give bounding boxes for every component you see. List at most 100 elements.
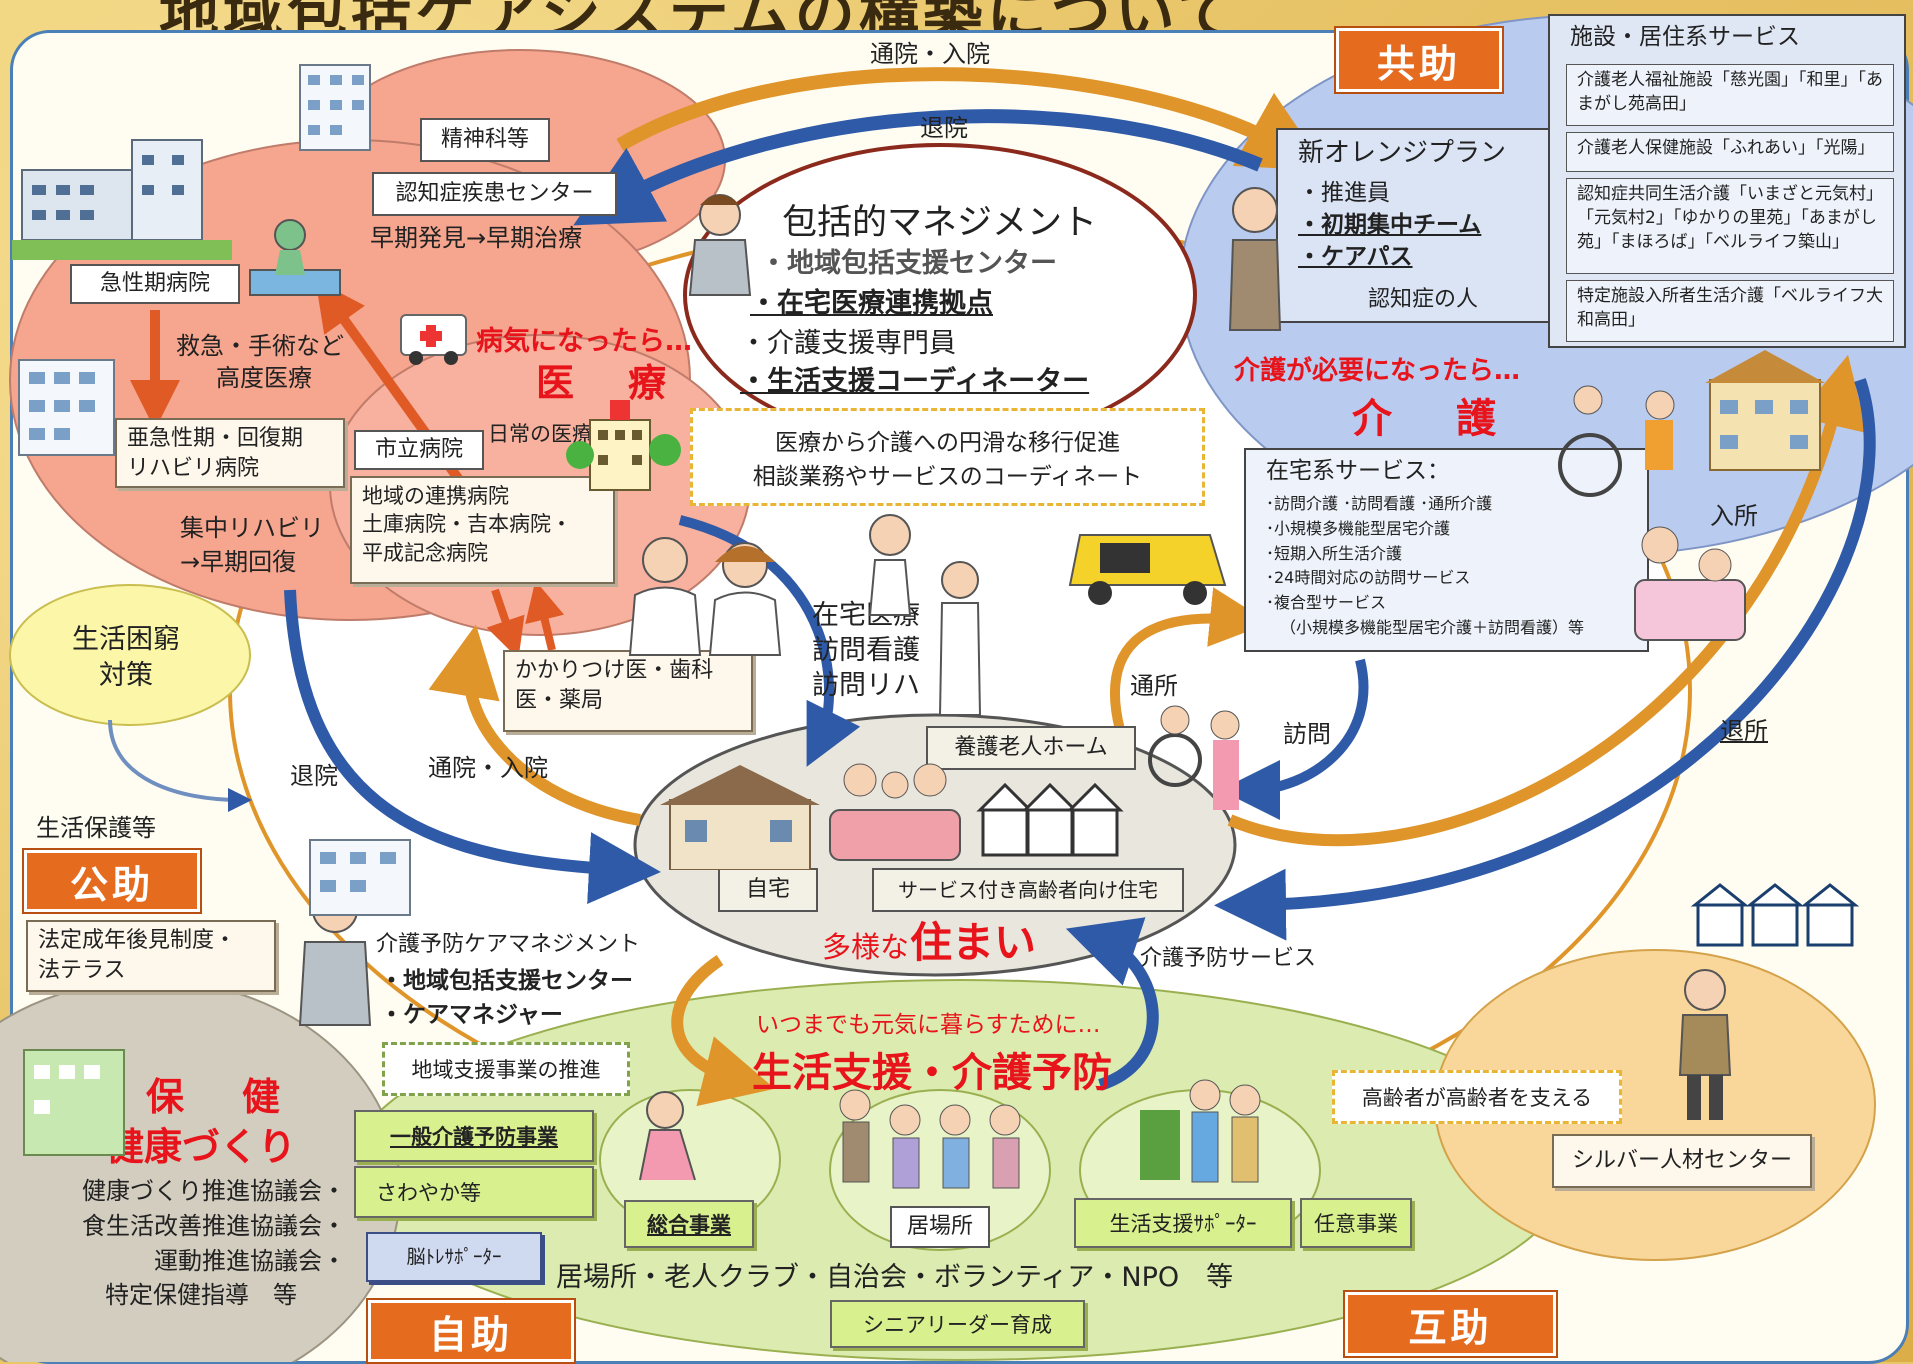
label-tsuin-top: 通院・入院 [870,40,990,68]
poverty-line1: 生活困窮 [72,624,180,655]
arrow-down-small [486,588,525,659]
facility-item-4: 特定施設入所者生活介護「ベルライフ大和高田」 [1566,280,1894,342]
health-item: 食生活改善推進協議会・ [82,1211,346,1240]
poverty-blob [9,584,251,726]
health-item: 運動推進協議会・ [154,1246,346,1275]
arrow-to-prevention [671,955,775,1107]
brain-training-box: 脳ﾄﾚｻﾎﾟｰﾀｰ [366,1232,542,1282]
medical-title: 医 療 [536,361,675,405]
label-yobo-service: 介護予防サービス [1140,946,1317,971]
partner-line3: 平成記念病院 [362,540,488,565]
health-subtitle: 健康づくり [106,1125,297,1169]
exercise-elder-icon [639,1091,696,1181]
poverty-label: 生活困窮 対策 [72,622,180,695]
arrow-up-small [525,580,565,651]
label-tsusho: 通所 [1130,672,1178,700]
prevention-mgmt-title: 介護予防ケアマネジメント [376,932,641,957]
facility-service-panel: 施設・居住系サービス 介護老人福祉施設「慈光園」「和里」「あまがし苑高田」 介護… [1548,14,1906,348]
home-service-item: ･複合型サービス [1266,593,1387,613]
orange-plan-box: 新オレンジプラン ・推進員 ・初期集中チーム ・ケアパス 認知症の人 [1276,128,1566,323]
mgmt-item-1: ・地域包括支援センター [760,248,1057,279]
mgmt-item-2: ・在宅医療連携拠点 [750,288,993,319]
arrow-nyusho [1227,354,1868,847]
elders-support-box: 高齢者が高齢者を支える [1332,1070,1622,1124]
label-houmon: 訪問 [1283,720,1331,748]
serviced-housing-box: サービス付き高齢者向け住宅 [872,868,1184,912]
ibasho-box: 居場所 [890,1206,990,1248]
jijo-tag: 自助 [368,1300,574,1362]
intensive-rehab-line2: →早期回復 [180,548,297,576]
care-vehicle-icon [1068,534,1227,605]
surgery-icon [249,219,341,296]
community-support-box: 地域支援事業の推進 [382,1042,630,1096]
gathering-elders-icon [839,1089,1021,1189]
own-home-box: 自宅 [718,868,818,912]
optional-project-box: 任意事業 [1300,1198,1412,1248]
housing-title: 住まい [910,918,1037,967]
management-title: 包括的マネジメント [782,203,1098,243]
clinic-small-building-icon [309,839,411,916]
intensive-rehab-line1: 集中リハビリ [180,514,324,542]
arrow-zaitaku [678,515,861,767]
arrow-tsuin-top [616,67,1327,171]
subacute-line1: 亜急性期・回復期 [127,426,304,451]
arrow-poverty [108,719,252,812]
transition-box: 医療から介護への円滑な移行促進 相談業務やサービスのコーディネート [690,408,1205,506]
sogo-box: 総合事業 [624,1200,754,1248]
silver-elder-icon [1678,969,1732,1120]
life-supporter-icon [1140,1079,1261,1183]
orange-item-3: ・ケアパス [1298,244,1413,270]
general-prevention-box: 一般介護予防事業 [354,1110,594,1162]
orange-plan-title: 新オレンジプラン [1298,138,1507,168]
early-detection: 早期発見→早期治療 [370,224,583,252]
transition-line1: 医療から介護への円滑な移行促進 [775,430,1120,456]
doctors-icon [628,537,782,656]
prevention-subtitle: いつまでも元気に暮らすために… [756,1012,1101,1038]
partner-hospital-box: 地域の連携病院 土庫病院・吉本病院・ 平成記念病院 [350,476,615,584]
emergency-line1: 救急・手術など [176,332,344,360]
arrow-taisho [1214,378,1876,941]
care-needed-label: 介護が必要になったら… [1234,356,1521,386]
home-service-list: ･訪問介護 ･訪問看護 ･通所介護 ･小規模多機能型居宅介護 ･短期入所生活介護… [1266,492,1584,641]
health-title: 保 健 [146,1075,291,1119]
city-hospital-box: 市立病院 [354,430,484,470]
acute-hospital-box: 急性期病院 [70,264,240,304]
home-service-item: （小規模多機能型居宅介護＋訪問看護）等 [1280,617,1585,637]
diverse-label: 多様な [822,930,910,964]
kyojo-tag: 共助 [1336,28,1502,92]
subacute-line2: リハビリ病院 [127,455,260,481]
day-service-caregiver-icon [1148,705,1240,810]
poverty-line2: 対策 [99,660,153,692]
community-groups: 居場所・老人クラブ・自治会・ボランティア・NPO 等 [556,1262,1234,1293]
nursing-home-box: 養護老人ホーム [926,726,1136,770]
rehab-hospital-building-icon [18,359,115,456]
home-medical-line2: 訪問看護 [812,635,920,667]
health-item: 特定保健指導 等 [105,1281,297,1310]
elderly-man-icon [1228,187,1282,331]
home-medical-line3: 訪問リハ [812,670,920,702]
serviced-housing-icon [976,782,1124,857]
home-service-item: ･訪問介護 ･訪問看護 ･通所介護 [1266,494,1493,513]
transition-line2: 相談業務やサービスのコーディネート [752,464,1143,490]
facility-item-1: 介護老人福祉施設「慈光園」「和里」「あまがし苑高田」 [1566,64,1894,126]
family-doctor-line2: 医・薬局 [515,687,604,713]
gojo-tag: 互助 [1345,1292,1556,1356]
home-service-item: ･短期入所生活介護 [1266,543,1403,563]
wheelchair-icon [1558,385,1675,497]
psychiatry-box: 精神科等 [420,118,550,162]
hospital-tower-icon [299,64,371,151]
acute-hospital-building-icon [12,139,232,260]
care-facility-building-icon [1705,350,1825,471]
health-item: 健康づくり推進協議会・ [82,1177,346,1205]
health-list: 健康づくり推進協議会・ 食生活改善推進協議会・ 運動推進協議会・ 特定保健指導 … [56,1174,346,1313]
partner-line1: 地域の連携病院 [362,484,509,508]
arrow-houmon [1220,658,1369,820]
family-doctor-line1: かかりつけ医・歯科 [515,658,714,683]
home-service-box: 在宅系サービス： ･訪問介護 ･訪問看護 ･通所介護 ･小規模多機能型居宅介護 … [1244,448,1649,652]
label-nyusho: 入所 [1710,502,1758,530]
mgmt-item-3: ・介護支援専門員 [740,328,956,359]
sawayaka-box: さわやか等 [354,1166,594,1218]
nurse-doctor-icon [868,514,982,716]
label-taiin-left: 退院 [290,762,338,790]
home-service-title: 在宅系サービス： [1266,458,1450,484]
